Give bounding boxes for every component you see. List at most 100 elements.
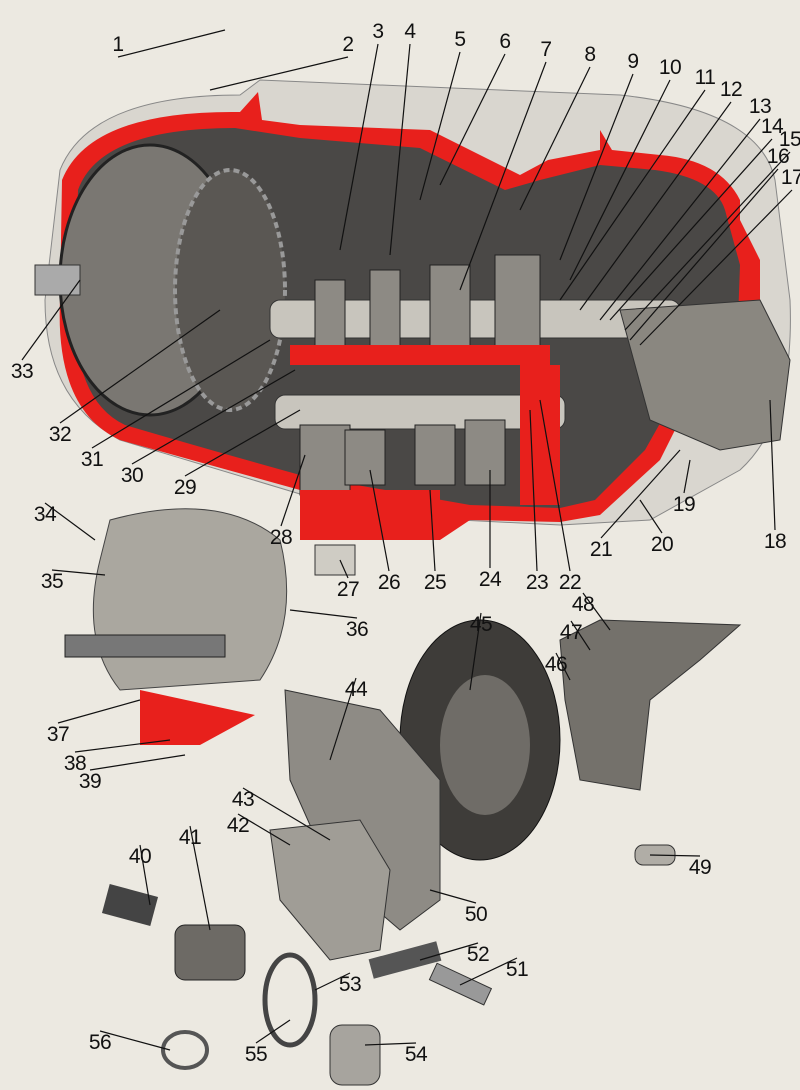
- leader-line-3: [339, 43, 379, 251]
- leader-line-21: [600, 449, 681, 539]
- leader-line-4: [389, 43, 411, 256]
- callout-9: 9: [627, 50, 639, 73]
- drum-face: [440, 675, 530, 815]
- callout-51: 51: [505, 958, 529, 981]
- shaft-40: [101, 884, 159, 926]
- callout-18: 18: [763, 530, 787, 553]
- leader-line-20: [639, 499, 663, 534]
- clutch-bolt: [34, 264, 81, 296]
- callout-54: 54: [404, 1043, 428, 1066]
- callout-47: 47: [559, 621, 583, 644]
- callout-49: 49: [688, 856, 712, 879]
- leader-line-35: [51, 569, 106, 576]
- callout-2: 2: [342, 33, 354, 56]
- callout-43: 43: [231, 788, 255, 811]
- callout-16: 16: [766, 145, 790, 168]
- callout-1: 1: [112, 33, 124, 56]
- leader-line-27: [339, 559, 349, 579]
- callout-32: 32: [48, 423, 72, 446]
- callout-34: 34: [33, 503, 57, 526]
- red-section-small: [140, 690, 255, 745]
- callout-50: 50: [464, 903, 488, 926]
- leader-line-11: [559, 89, 706, 301]
- leader-lines: [21, 29, 793, 1051]
- callout-36: 36: [345, 618, 369, 641]
- leader-line-18: [769, 399, 776, 531]
- callout-17: 17: [780, 166, 800, 189]
- callout-37: 37: [46, 723, 70, 746]
- callout-22: 22: [558, 571, 582, 594]
- callout-55: 55: [244, 1043, 268, 1066]
- leader-line-14: [609, 138, 773, 321]
- callout-13: 13: [748, 95, 772, 118]
- leader-line-39: [89, 754, 186, 771]
- leader-line-2: [209, 56, 349, 91]
- callout-35: 35: [40, 570, 64, 593]
- kickstart-assembly: [619, 299, 791, 451]
- callout-27: 27: [336, 578, 360, 601]
- leader-line-25: [429, 489, 436, 572]
- leader-line-5: [419, 51, 461, 201]
- spring-55: [262, 952, 318, 1048]
- leader-line-30: [131, 369, 296, 465]
- callout-39: 39: [78, 770, 102, 793]
- leader-line-47: [570, 620, 591, 651]
- coupling-41: [174, 924, 246, 981]
- gearshift-cover: [92, 508, 288, 691]
- callout-4: 4: [404, 20, 416, 43]
- callout-29: 29: [173, 476, 197, 499]
- callout-5: 5: [454, 28, 466, 51]
- callout-25: 25: [423, 571, 447, 594]
- leader-line-12: [579, 101, 732, 311]
- leader-line-23: [529, 409, 538, 572]
- leader-line-36: [289, 609, 358, 619]
- callout-24: 24: [478, 568, 502, 591]
- callout-12: 12: [719, 78, 743, 101]
- callout-10: 10: [658, 56, 682, 79]
- leader-line-31: [91, 339, 271, 449]
- callout-33: 33: [10, 360, 34, 383]
- leader-line-53: [314, 972, 351, 991]
- callout-7: 7: [540, 38, 552, 61]
- leader-line-6: [439, 53, 506, 186]
- callout-31: 31: [80, 448, 104, 471]
- leader-line-15: [624, 151, 791, 331]
- leader-line-26: [369, 469, 390, 572]
- callout-23: 23: [525, 571, 549, 594]
- callout-15: 15: [778, 128, 800, 151]
- leader-line-42: [237, 813, 291, 846]
- leader-line-13: [599, 118, 761, 321]
- callout-45: 45: [469, 613, 493, 636]
- callout-53: 53: [338, 973, 362, 996]
- spring-52: [368, 941, 442, 979]
- leader-line-9: [559, 73, 634, 261]
- leader-line-17: [639, 189, 793, 346]
- callout-26: 26: [377, 571, 401, 594]
- leader-line-45: [469, 612, 482, 691]
- leader-line-46: [555, 652, 571, 681]
- leader-line-55: [255, 1019, 291, 1044]
- leader-line-41: [189, 825, 211, 931]
- callout-6: 6: [499, 30, 511, 53]
- leader-line-37: [57, 699, 141, 724]
- callout-20: 20: [650, 533, 674, 556]
- selector-shaft: [64, 634, 226, 658]
- leader-line-51: [459, 957, 518, 986]
- callout-41: 41: [178, 826, 202, 849]
- callout-40: 40: [128, 845, 152, 868]
- leader-line-1: [117, 29, 226, 58]
- callout-21: 21: [589, 538, 613, 561]
- leader-line-28: [280, 454, 306, 527]
- shift-fork-plate: [559, 619, 742, 791]
- callout-3: 3: [372, 20, 384, 43]
- leader-line-29: [184, 409, 301, 477]
- pawl-carrier: [269, 819, 391, 961]
- leader-line-33: [21, 279, 81, 361]
- callout-19: 19: [672, 493, 696, 516]
- leader-line-54: [364, 1042, 417, 1046]
- leader-line-32: [59, 309, 221, 424]
- red-section-inner: [290, 345, 560, 540]
- callout-42: 42: [226, 814, 250, 837]
- callout-11: 11: [694, 66, 716, 89]
